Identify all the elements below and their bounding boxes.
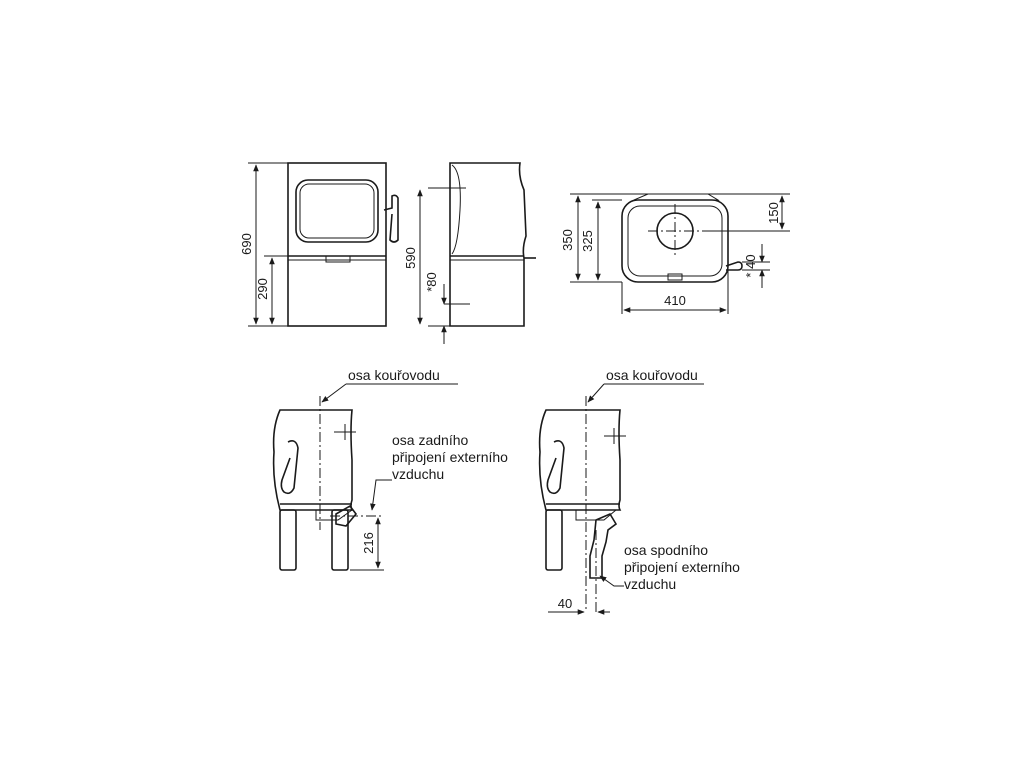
dim-top-width: 410 (664, 293, 686, 308)
label-bottom-air-2: připojení externího (624, 559, 740, 575)
front-window (295, 179, 379, 243)
left-section-body (272, 409, 354, 511)
left-rear-connector (335, 504, 358, 527)
dim-top-total: 350 (560, 229, 575, 251)
right-leg-front (545, 509, 563, 571)
ash-tray-handle (325, 256, 351, 263)
right-section-handle (546, 440, 565, 495)
front-body-outline (287, 162, 387, 327)
label-bottom-air-3: vzduchu (624, 576, 676, 592)
top-body-outline (621, 199, 729, 283)
side-door-curve (451, 164, 461, 255)
label-flue-axis-left: osa kouřovodu (348, 367, 440, 383)
left-leg-front (279, 509, 297, 571)
dim-front-lower: 290 (255, 278, 270, 300)
dim-top-flue: 150 (766, 202, 781, 224)
left-flue-leader (321, 383, 347, 403)
right-bottom-connector (589, 512, 618, 579)
dim-bottom-offset: 40 (558, 596, 572, 611)
label-bottom-air-1: osa spodního (624, 542, 708, 558)
right-bottom-air-leader (599, 575, 624, 587)
dim-side-offset: *80 (424, 272, 439, 292)
label-flue-axis-right: osa kouřovodu (606, 367, 698, 383)
top-ash-handle (667, 273, 683, 281)
label-rear-air-3: vzduchu (392, 466, 444, 482)
top-view: 350 325 150 * 40 410 (560, 193, 790, 314)
right-section-view: osa kouřovodu osa spodního připojení ext… (538, 367, 740, 615)
left-section-view: osa kouřovodu osa zadního připojení exte… (272, 367, 508, 571)
front-window-glass (299, 183, 375, 239)
side-body-outline (449, 162, 527, 327)
top-rear-lip (633, 193, 720, 201)
right-section-body (538, 409, 622, 511)
side-view: 590 *80 (403, 162, 536, 344)
right-flue-leader (587, 383, 605, 403)
left-leg-rear (331, 509, 349, 571)
dim-rear-height: 216 (361, 532, 376, 554)
dim-top-body: 325 (580, 230, 595, 252)
dim-side-height: 590 (403, 247, 418, 269)
dim-top-handle: * 40 (743, 254, 758, 277)
left-rear-air-leader (370, 479, 392, 511)
label-rear-air-1: osa zadního (392, 432, 468, 448)
front-view: 690 290 (239, 162, 399, 327)
dim-front-height: 690 (239, 233, 254, 255)
door-handle (383, 194, 399, 243)
left-section-handle (280, 440, 299, 495)
left-air-duct (315, 509, 353, 521)
top-door-handle (725, 261, 743, 271)
label-rear-air-2: připojení externího (392, 449, 508, 465)
